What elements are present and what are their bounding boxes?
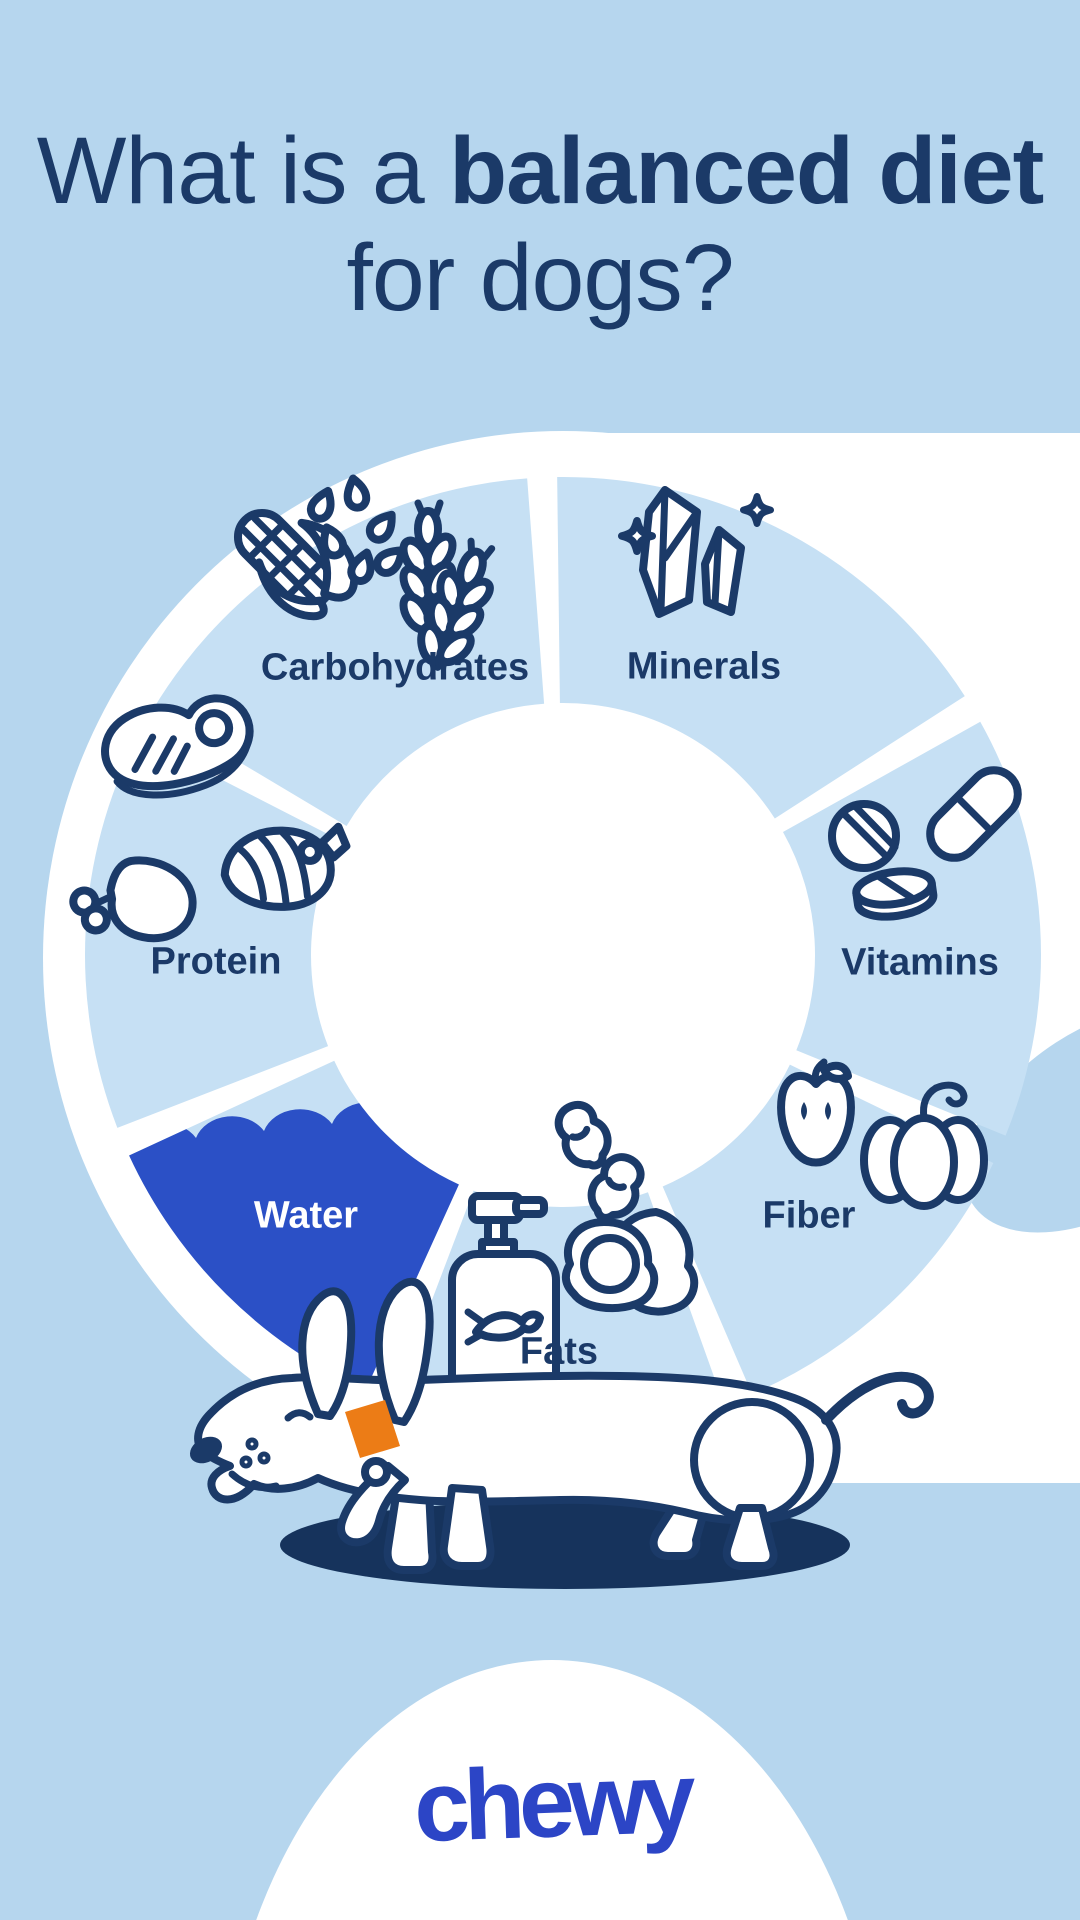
title-line-2: for dogs? (346, 225, 734, 332)
oil-bottle-avocado-peanut-icon (448, 1100, 699, 1406)
bottom-dome (256, 1660, 848, 1920)
dog-rear-leg (722, 1504, 778, 1570)
page-title: What is a balanced diet for dogs? (0, 118, 1080, 333)
segment-label-minerals: Minerals (626, 645, 782, 688)
dog-eye (284, 1409, 314, 1422)
dog-collar (345, 1400, 400, 1458)
dog-ear-back (298, 1287, 356, 1420)
title-regular: What is a (36, 118, 450, 224)
dog-ear-front (374, 1277, 434, 1426)
dog-muzzle-dot (239, 1455, 253, 1469)
dog-muzzle-dot (257, 1451, 271, 1465)
segment-label-fats: Fats (519, 1330, 599, 1373)
dog-muzzle-dot (245, 1437, 259, 1451)
dog-collar-tag-icon (361, 1457, 391, 1487)
segment-label-vitamins: Vitamins (841, 941, 999, 984)
meat-fish-icon (69, 694, 351, 943)
segment-label-fiber: Fiber (762, 1194, 856, 1237)
dog-nose (189, 1436, 223, 1464)
segment-label-protein: Protein (150, 940, 282, 983)
blue-swoosh-decoration (963, 1003, 1080, 1233)
segment-label-carbohydrates: Carbohydrates (260, 646, 530, 689)
pills-icon (828, 766, 1022, 921)
corn-wheat-seeds-icon (233, 476, 508, 677)
dog-raised-leg (337, 1462, 409, 1547)
apple-pumpkin-icon (777, 1058, 988, 1210)
crystals-icon (622, 486, 771, 618)
segment-label-water: Water (253, 1194, 359, 1237)
title-bold: balanced diet (449, 118, 1044, 224)
chewy-logo: chewy (412, 1741, 692, 1864)
title-line-1: What is a balanced diet (0, 118, 1080, 225)
dachshund-illustration (189, 1277, 934, 1574)
dog-tail (821, 1371, 934, 1425)
dog-thigh (690, 1398, 814, 1522)
dog-mouth (228, 1470, 280, 1491)
dog-front-leg (439, 1484, 495, 1570)
